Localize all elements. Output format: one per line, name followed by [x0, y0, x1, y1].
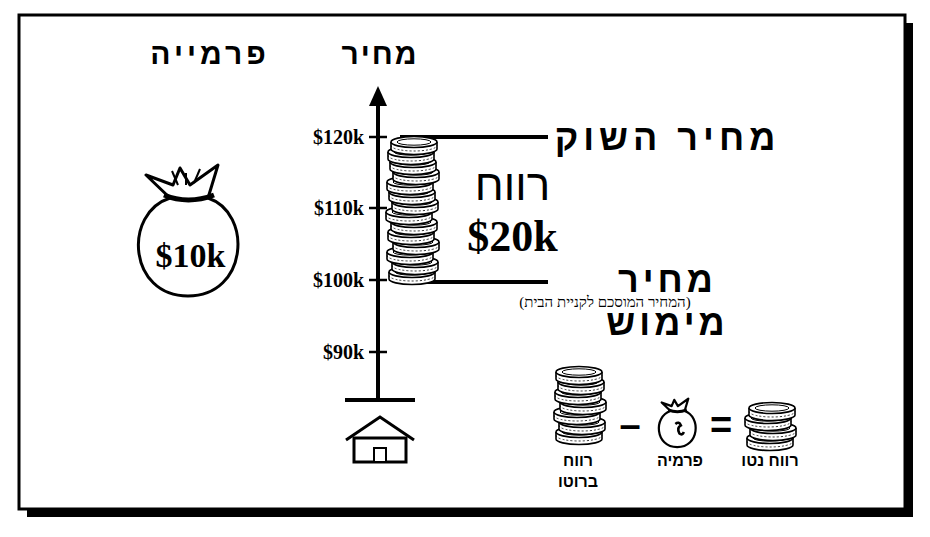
axis-tick [369, 279, 387, 282]
axis-tick-label: $90k [270, 340, 364, 364]
bag-scribble [675, 423, 684, 435]
small-money-bag [659, 399, 696, 447]
premium-heading: פרמייה [135, 36, 285, 72]
coin [391, 137, 437, 155]
axis-tick-label: $120k [270, 125, 364, 149]
coin-stack [386, 137, 439, 285]
axis-base [345, 398, 415, 402]
frame [19, 15, 905, 509]
axis-title: מחיר [335, 36, 425, 72]
premium-amount: $10k [128, 235, 253, 276]
bag-fold [194, 169, 200, 183]
price-axis [376, 100, 380, 400]
equals-sign: = [703, 402, 739, 448]
bag-top [662, 399, 689, 411]
coin [556, 367, 602, 385]
axis-arrowhead [369, 86, 387, 106]
money-bag: $10k [128, 163, 253, 303]
bag-top [146, 165, 218, 198]
profit-label: רווח [450, 158, 575, 211]
premium-label: פרמיה [645, 450, 715, 471]
net-profit-coins [745, 403, 796, 451]
strike-price-note: (המחיר המוסכם לקניית הבית) [470, 293, 740, 311]
axis-tick-label: $100k [270, 268, 364, 292]
axis-tick-label: $110k [270, 196, 364, 220]
house-icon [346, 417, 414, 462]
gross-profit-label: רווח ברוטו [545, 450, 611, 492]
bag-tie [164, 195, 214, 200]
axis-tick [369, 207, 387, 210]
coin [749, 403, 795, 421]
bag-body [659, 411, 696, 447]
house-wall [354, 438, 406, 462]
market-price-label: מחיר השוק [550, 116, 785, 159]
bag-fold [185, 173, 187, 185]
minus-sign: – [612, 402, 648, 448]
net-profit-label: רווח נטו [737, 450, 803, 471]
bag-outline [128, 163, 253, 303]
bag-fold [172, 171, 178, 185]
axis-tick [369, 351, 387, 354]
bag-tie [668, 410, 687, 412]
profit-amount: $20k [450, 210, 575, 263]
gross-profit-coins [554, 367, 606, 445]
house-door [374, 448, 386, 462]
axis-tick [369, 136, 387, 139]
